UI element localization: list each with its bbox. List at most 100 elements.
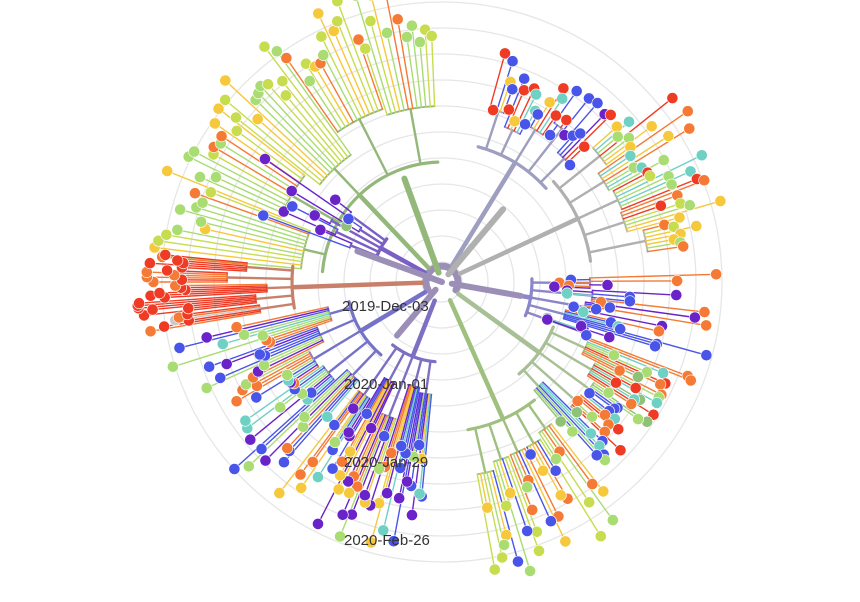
tip-node [278,456,290,469]
tip-node [608,349,620,362]
branch-line [235,356,314,402]
tip-node [212,102,225,115]
tip-node [281,368,294,381]
branch-line [263,337,323,366]
tip-node [329,193,342,206]
branch-line [333,391,361,426]
branch-line [225,276,294,281]
tip-node [518,72,531,85]
branch-line [537,351,591,391]
tip-node [242,460,255,473]
branch-line [386,385,416,494]
branch-line [276,50,352,156]
tip-node [317,49,330,61]
tip-node [210,171,222,184]
branch-line [583,337,692,382]
tip-node [143,257,156,270]
tip-node [358,489,371,502]
branch-arc [386,105,436,116]
tip-node [591,97,604,109]
tip-node [537,464,549,477]
branch-line [317,12,367,117]
branch-line [594,362,660,398]
branch-line [621,194,678,217]
tip-node [352,33,365,46]
tip-node [524,565,536,577]
tip-node [171,223,184,236]
branch-line [397,18,414,110]
tip-node [561,287,573,300]
branch-line [224,99,323,183]
tip-node [152,234,165,247]
branch-line [283,210,336,236]
tip-node [496,551,509,564]
branch-arc [318,153,352,186]
tip-node [570,85,583,97]
tip-node [604,301,616,314]
tip-node [586,478,599,490]
branch-line [445,206,507,278]
tip-node [262,78,274,91]
branch-line [419,41,427,108]
tip-node [524,448,537,461]
branch-line [527,127,564,174]
branch-line [305,63,347,128]
tip-node [543,96,556,109]
tip-node [312,518,324,530]
tip-node [614,323,627,335]
tip-node [393,492,406,505]
branch-line [348,213,387,242]
tip-node [604,109,617,121]
tip-node [158,320,171,333]
branch-line [533,389,562,423]
tip-node [560,114,573,126]
tip-node [200,331,213,344]
tip-node [673,211,686,224]
branch-line [163,310,261,328]
branch-line [549,331,587,350]
branch-line [448,280,524,299]
branch-line [568,180,606,205]
tip-node [695,149,708,162]
branch-line [450,160,518,268]
branch-line [151,299,257,311]
tip-node [548,280,561,293]
branch-line [614,175,651,195]
time-ring [369,209,515,355]
tip-node [611,130,624,143]
branch-line [254,294,294,301]
branch-line [625,200,722,230]
tip-node [594,530,607,543]
branch-line [539,157,566,184]
tip-node [533,545,545,557]
tip-node [166,360,179,373]
tip-node [612,423,625,436]
branch-line [447,298,506,422]
branch-line [488,423,503,461]
branch-line [249,373,331,441]
branch-line [172,316,332,368]
tip-node [677,240,690,253]
tip-node [343,486,356,499]
tip-node [194,171,206,183]
tip-node [258,359,271,372]
branch-line [302,374,354,428]
tip-node [216,338,229,350]
tip-node [244,433,257,446]
time-tick-label: 2020-Jan-01 [344,376,428,393]
branch-line [364,418,395,504]
branch-line [522,368,540,388]
branch-line [424,360,432,396]
tip-node [521,481,534,494]
branch-line [499,129,514,157]
tip-node [714,195,727,207]
branch-line [294,367,325,390]
branch-line [200,221,306,249]
branch-line [588,373,655,416]
branch-line [205,308,329,339]
tip-node [286,200,299,213]
tip-node [406,509,418,521]
branch-line [285,57,339,133]
tip-node [654,378,667,391]
branch-line [213,146,294,195]
